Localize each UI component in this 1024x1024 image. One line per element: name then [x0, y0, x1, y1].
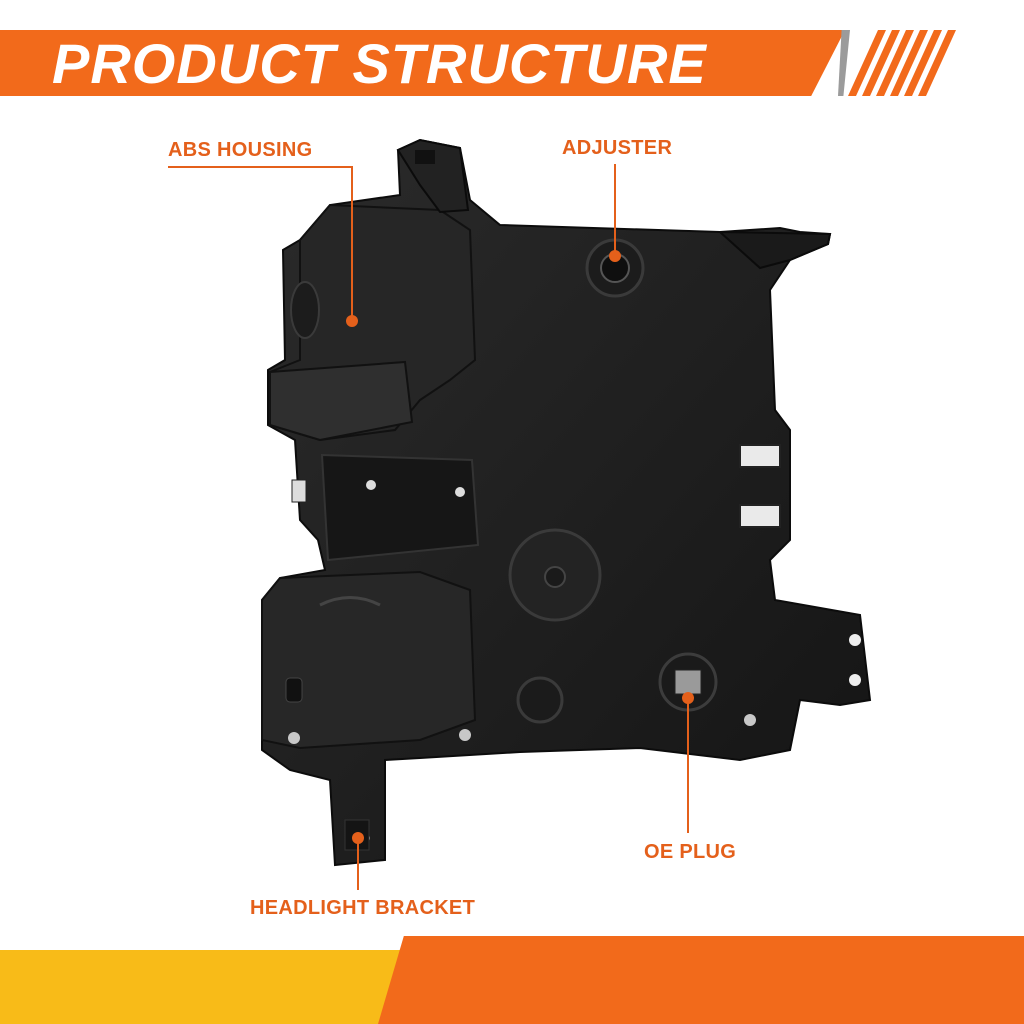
- footer-orange-bar: [378, 936, 1024, 1024]
- page-title: PRODUCT STRUCTURE: [52, 32, 707, 95]
- callout-headlight-bracket-label: HEADLIGHT BRACKET: [250, 897, 476, 919]
- callout-abs-housing-dot: [346, 315, 358, 327]
- callout-abs-housing-line: [351, 166, 353, 321]
- header-banner: [0, 30, 845, 96]
- footer-yellow-bar: [0, 950, 420, 1024]
- callout-abs-housing-label: ABS HOUSING: [168, 139, 313, 161]
- callout-oe-plug-label: OE PLUG: [644, 841, 737, 863]
- callout-headlight-bracket-dot: [352, 832, 364, 844]
- callout-adjuster-line: [614, 164, 616, 256]
- callout-headlight-bracket-line: [357, 838, 359, 890]
- callout-oe-plug-dot: [682, 692, 694, 704]
- callout-adjuster-label: ADJUSTER: [562, 137, 673, 159]
- callout-oe-plug-line: [687, 698, 689, 833]
- banner-stripes-decoration: [848, 30, 956, 96]
- callout-abs-housing-line: [168, 166, 353, 168]
- callout-adjuster-dot: [609, 250, 621, 262]
